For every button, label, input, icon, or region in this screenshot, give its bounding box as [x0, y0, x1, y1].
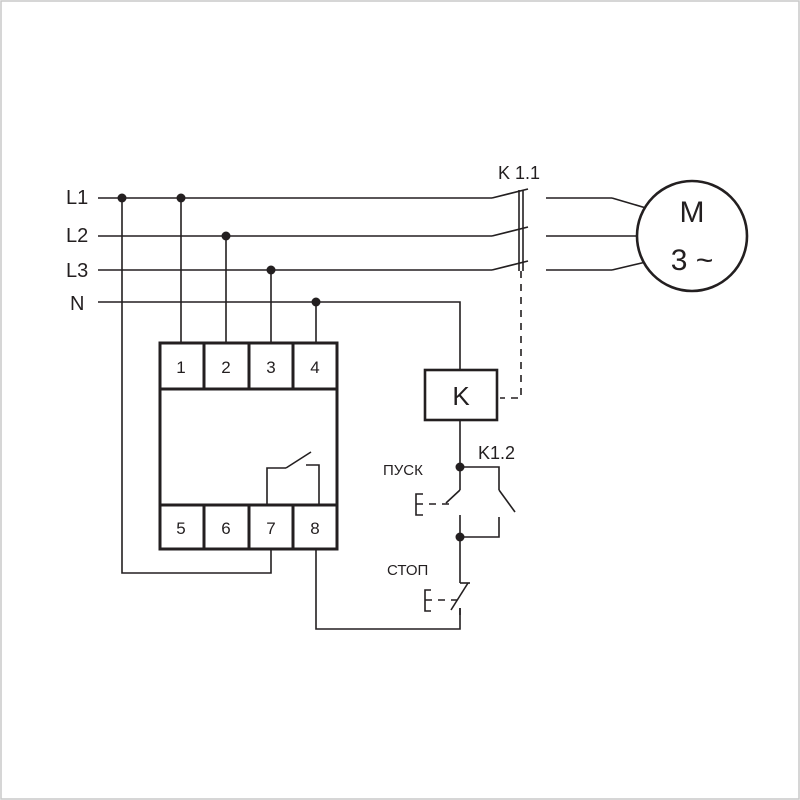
terminal-3: 3: [266, 358, 275, 377]
wire-n: [98, 301, 461, 370]
motor-circle: [635, 179, 749, 293]
coil-label: K: [452, 381, 470, 411]
supply-wires: [98, 197, 492, 370]
terminal-feeds: [180, 198, 317, 343]
terminal-6: 6: [221, 519, 230, 538]
internal-relay-contact: [266, 451, 320, 505]
coil-box: [423, 368, 499, 422]
wire-l1-to-terminal-7: [121, 198, 272, 574]
terminal-8: 8: [310, 519, 319, 538]
motor-phase: 3 ~: [671, 244, 714, 277]
contactor-main-contacts: K 1.1: [491, 163, 647, 271]
terminal-4: 4: [310, 358, 319, 377]
stop-button-label: СТОП: [387, 562, 428, 579]
terminal-7: 7: [266, 519, 275, 538]
contactor-coil: K: [423, 368, 499, 422]
terminal-5: 5: [176, 519, 185, 538]
line-label-n: N: [70, 293, 84, 315]
start-button-label: ПУСК: [383, 462, 423, 479]
label-k1-1: K 1.1: [498, 163, 540, 183]
start-button: ПУСК: [383, 462, 452, 516]
line-label-l3: L3: [66, 260, 88, 282]
control-circuit: [445, 420, 516, 615]
line-label-l2: L2: [66, 225, 88, 247]
motor-symbol: M: [680, 196, 705, 229]
stop-button: СТОП: [387, 562, 457, 612]
label-k1-2: K1.2: [478, 443, 515, 463]
wire-terminal-8-return: [315, 549, 461, 630]
mechanical-linkage: [500, 271, 522, 399]
line-label-l1: L1: [66, 187, 88, 209]
terminal-2: 2: [221, 358, 230, 377]
relay-module: 1 2 3 4 5 6 7 8: [158, 341, 339, 551]
motor: M 3 ~: [635, 179, 749, 293]
terminal-1: 1: [176, 358, 185, 377]
